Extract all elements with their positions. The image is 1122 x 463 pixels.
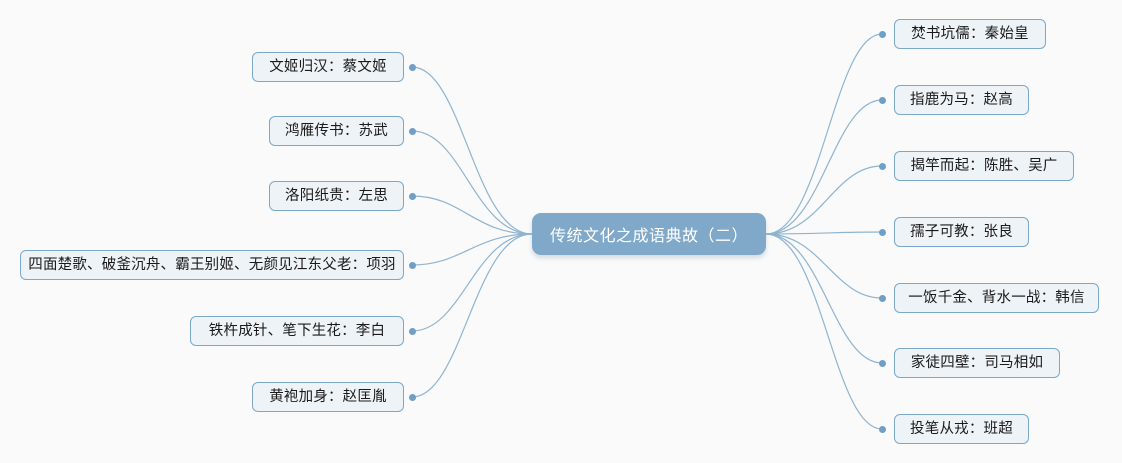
node-label: 一饭千金、背水一战：韩信 [908,289,1085,306]
node-label: 文姬归汉：蔡文姬 [269,58,387,75]
connector-dot-left-3 [408,192,416,200]
central-node-label: 传统文化之成语典故（二） [549,226,748,245]
connector-dot-left-5 [408,327,416,335]
node-label: 四面楚歌、破釜沉舟、霸王别姬、无颜见江东父老：项羽 [28,256,396,273]
connector-right-4 [765,231,883,235]
connector-right-1 [765,33,883,235]
connector-dot-right-2 [878,96,886,104]
mindmap-node-left-5[interactable]: 铁杵成针、笔下生花：李白 [190,316,404,346]
node-label: 焚书坑儒：秦始皇 [911,25,1029,42]
connector-left-6 [411,233,533,398]
connector-right-3 [765,165,883,235]
connector-dot-right-5 [878,294,886,302]
node-label: 家徒四壁：司马相如 [910,354,1044,371]
connector-right-6 [765,233,883,364]
mindmap-node-right-4[interactable]: 孺子可教：张良 [894,217,1029,247]
mindmap-node-right-7[interactable]: 投笔从戎：班超 [894,414,1029,444]
mindmap-node-left-2[interactable]: 鸿雁传书：苏武 [269,116,404,146]
mindmap-node-left-3[interactable]: 洛阳纸贵：左思 [269,181,404,211]
connector-right-7 [765,233,883,430]
connector-dot-left-6 [408,393,416,401]
mindmap-node-right-6[interactable]: 家徒四壁：司马相如 [894,348,1060,378]
connector-left-4 [411,233,533,266]
mindmap-node-right-5[interactable]: 一饭千金、背水一战：韩信 [894,283,1099,313]
node-label: 投笔从戎：班超 [910,420,1013,437]
mindmap-node-right-1[interactable]: 焚书坑儒：秦始皇 [894,19,1046,49]
node-label: 洛阳纸贵：左思 [285,187,388,204]
mindmap-node-left-6[interactable]: 黄袍加身：赵匡胤 [252,382,404,412]
connector-dot-right-7 [878,425,886,433]
connector-dot-left-2 [408,127,416,135]
connector-dot-right-6 [878,359,886,367]
connector-left-1 [411,66,533,235]
connector-dot-right-1 [878,30,886,38]
node-label: 孺子可教：张良 [910,223,1013,240]
node-label: 铁杵成针、笔下生花：李白 [208,322,386,339]
connector-left-3 [411,195,533,235]
mindmap-node-left-4[interactable]: 四面楚歌、破釜沉舟、霸王别姬、无颜见江东父老：项羽 [20,250,404,280]
connector-dot-left-1 [408,63,416,71]
connector-right-2 [765,99,883,235]
node-label: 揭竿而起：陈胜、吴广 [910,157,1058,174]
node-label: 鸿雁传书：苏武 [285,122,388,139]
connector-dot-right-3 [878,162,886,170]
connector-left-5 [411,233,533,332]
connector-right-5 [765,233,883,299]
connector-dot-left-4 [408,261,416,269]
node-label: 指鹿为马：赵高 [910,91,1013,108]
mindmap-node-right-2[interactable]: 指鹿为马：赵高 [894,85,1029,115]
mindmap-node-right-3[interactable]: 揭竿而起：陈胜、吴广 [894,151,1074,181]
mindmap-central-node[interactable]: 传统文化之成语典故（二） [532,213,766,255]
mindmap-node-left-1[interactable]: 文姬归汉：蔡文姬 [252,52,404,82]
connector-left-2 [411,130,533,235]
node-label: 黄袍加身：赵匡胤 [269,388,387,405]
connector-dot-right-4 [878,228,886,236]
